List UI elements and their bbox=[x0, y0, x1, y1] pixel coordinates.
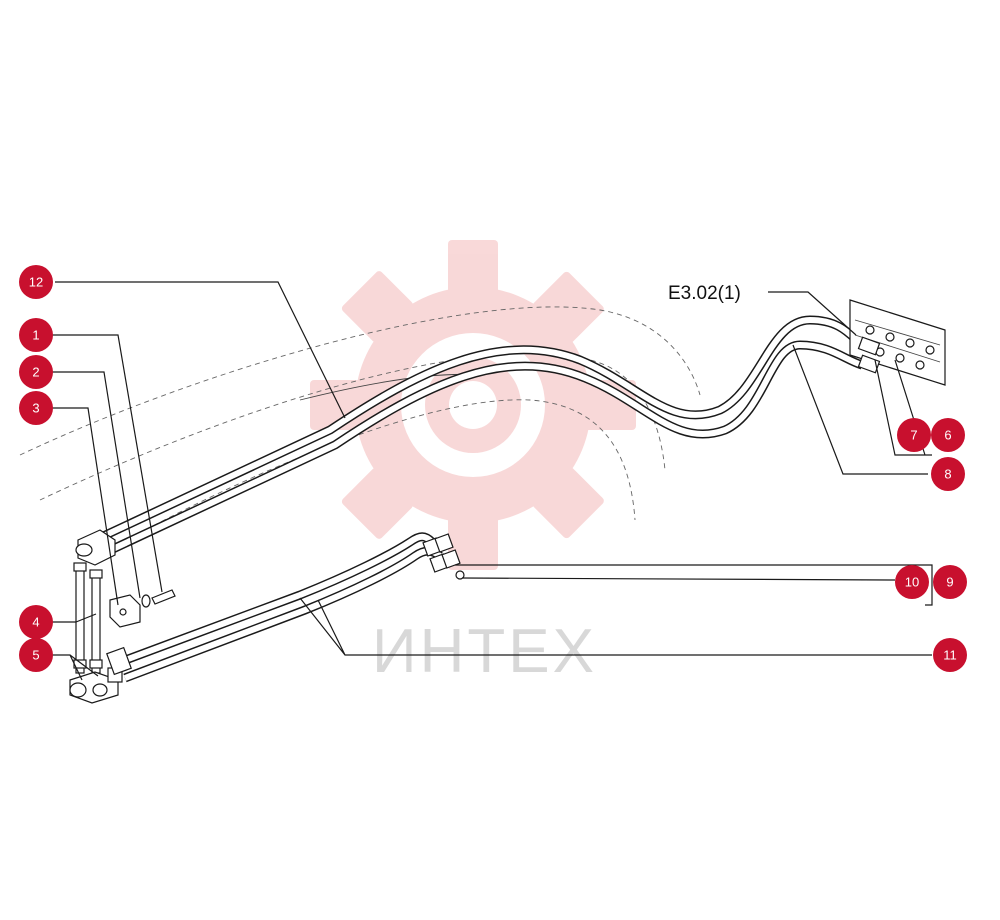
svg-text:1: 1 bbox=[32, 328, 39, 343]
svg-text:7: 7 bbox=[910, 428, 917, 443]
watermark-text: ИНТЕХ bbox=[372, 617, 597, 686]
svg-text:11: 11 bbox=[943, 648, 957, 663]
callout-9: 9 bbox=[933, 565, 967, 599]
svg-text:8: 8 bbox=[944, 467, 951, 482]
vertical-pipes bbox=[73, 562, 103, 674]
valve-block bbox=[849, 299, 946, 386]
callout-11: 11 bbox=[933, 638, 967, 672]
svg-text:4: 4 bbox=[32, 615, 39, 630]
svg-text:9: 9 bbox=[946, 575, 953, 590]
couplings bbox=[422, 533, 465, 580]
callout-8: 8 bbox=[931, 457, 965, 491]
svg-text:3: 3 bbox=[32, 401, 39, 416]
svg-text:6: 6 bbox=[944, 428, 951, 443]
svg-text:5: 5 bbox=[32, 648, 39, 663]
reference-label: E3.02(1) bbox=[668, 283, 741, 304]
callout-4: 4 bbox=[19, 605, 53, 639]
elbow-fittings bbox=[69, 529, 132, 704]
hose-12 bbox=[93, 315, 865, 560]
leader-lines bbox=[52, 281, 933, 681]
svg-text:2: 2 bbox=[32, 365, 39, 380]
callout-10: 10 bbox=[895, 565, 929, 599]
callout-2: 2 bbox=[19, 355, 53, 389]
svg-text:12: 12 bbox=[29, 275, 43, 290]
callout-5: 5 bbox=[19, 638, 53, 672]
watermark-logo bbox=[310, 240, 636, 570]
callout-7: 7 bbox=[897, 418, 931, 452]
callout-3: 3 bbox=[19, 391, 53, 425]
callout-6: 6 bbox=[931, 418, 965, 452]
callout-12: 12 bbox=[19, 265, 53, 299]
svg-text:10: 10 bbox=[905, 575, 919, 590]
callout-1: 1 bbox=[19, 318, 53, 352]
clamp-bolt-parts bbox=[109, 589, 176, 628]
